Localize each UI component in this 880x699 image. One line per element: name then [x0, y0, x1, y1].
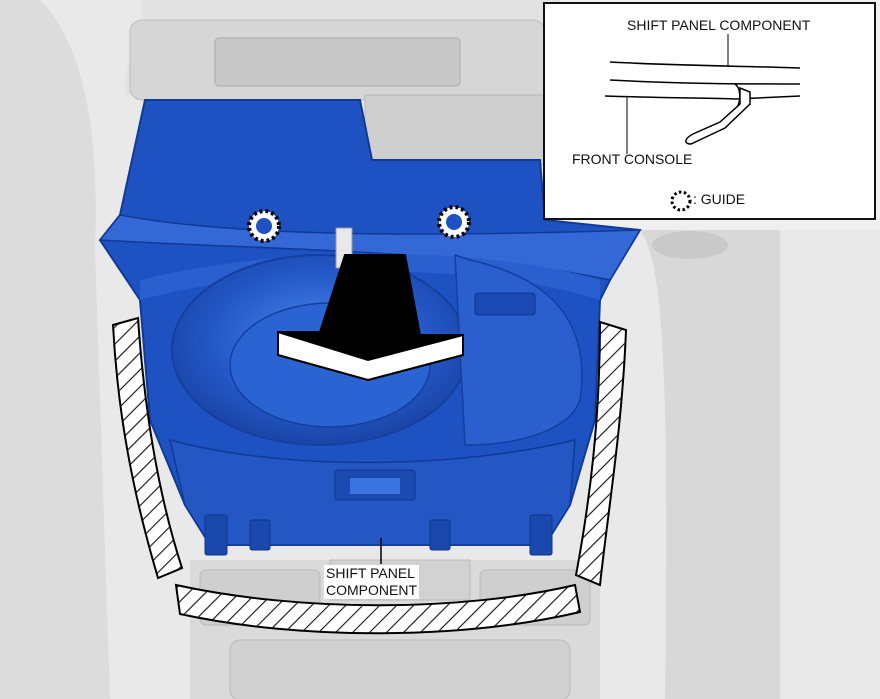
removal-arrow [277, 254, 464, 382]
guide-marks [247, 205, 471, 243]
inset-legend-text: : GUIDE [693, 191, 746, 207]
bottom-label-line2: COMPONENT [326, 582, 417, 598]
dotted-circle-icon [670, 190, 692, 212]
inset-top-label: SHIFT PANEL COMPONENT [627, 17, 811, 33]
bottom-label-line1: SHIFT PANEL [326, 565, 415, 581]
inset-side-label: FRONT CONSOLE [572, 151, 693, 167]
inset-detail: SHIFT PANEL COMPONENT FRONT CONSOLE : GU… [543, 2, 876, 220]
bottom-label-box: SHIFT PANEL COMPONENT [324, 565, 419, 599]
hatched-sections [111, 316, 628, 635]
inset-cross-section [604, 34, 801, 212]
